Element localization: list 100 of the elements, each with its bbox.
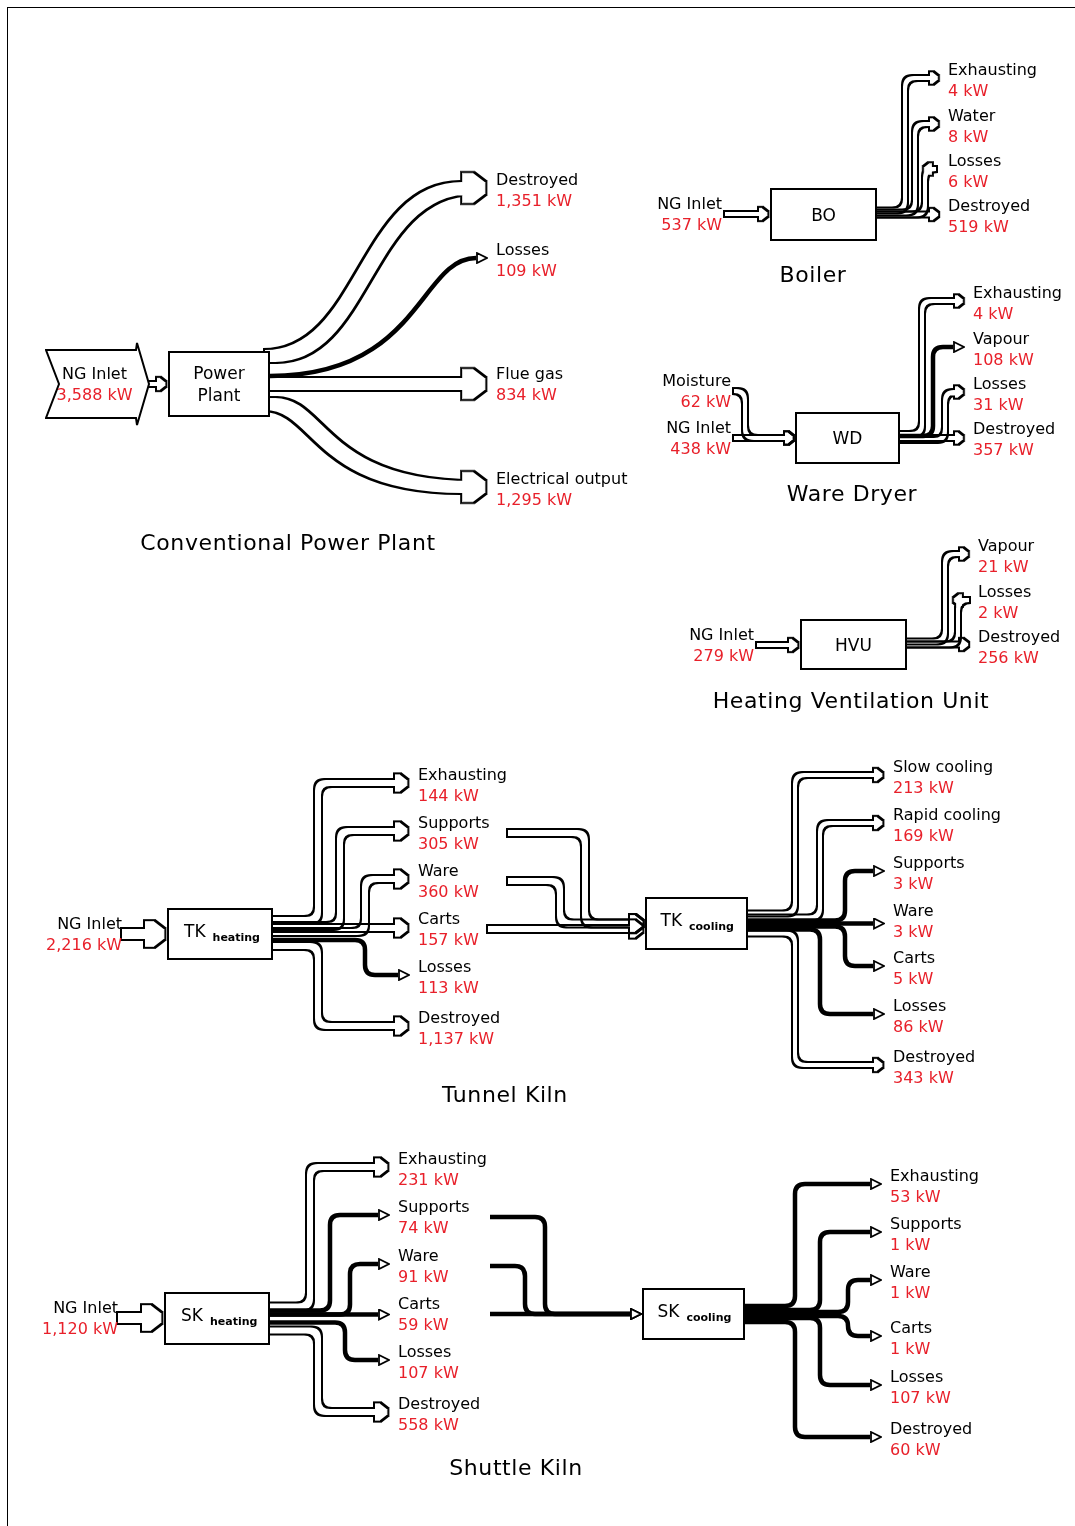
stream-name: Ware <box>890 1261 931 1282</box>
process-label: HVU <box>835 633 872 656</box>
stream-name: Carts <box>893 947 936 968</box>
flow-arrow <box>269 1160 386 1308</box>
stream-value: 4 kW <box>948 80 989 101</box>
stream-value: 1 kW <box>890 1338 931 1359</box>
flow-arrow <box>272 945 406 1033</box>
flow-arrow <box>876 209 938 220</box>
section-title: Heating Ventilation Unit <box>712 688 990 713</box>
stream-name: Exhausting <box>973 282 1062 303</box>
flow-arrow <box>748 927 885 1020</box>
stream-name: Supports <box>398 1196 470 1217</box>
flow-arrow <box>876 72 938 212</box>
flow-arrow <box>748 917 885 930</box>
process-box <box>770 188 877 241</box>
process-label: WD <box>832 427 863 449</box>
flow-arrow <box>745 1313 882 1342</box>
flow-arrow <box>745 1274 882 1315</box>
section-title: Shuttle Kiln <box>449 1455 583 1480</box>
stream-name: Rapid cooling <box>893 804 1001 825</box>
flow-arrow <box>745 1178 882 1309</box>
stream-name: Exhausting <box>890 1165 979 1186</box>
stream-value: 3 kW <box>893 873 934 894</box>
flow-arrow <box>747 817 882 919</box>
process-label: Power Plant <box>192 362 246 406</box>
stream-value: 3 kW <box>893 921 934 942</box>
flow-arrow <box>899 295 963 435</box>
flow-arrow <box>272 872 406 933</box>
flow-arrow <box>490 1308 642 1320</box>
stream-value: 62 kW <box>680 391 731 412</box>
stream-value: 53 kW <box>890 1186 941 1207</box>
flow-arrow <box>269 177 481 357</box>
flow-arrow <box>269 1329 386 1419</box>
flow-arrow <box>745 1226 882 1313</box>
process-box <box>168 351 270 417</box>
flow-arrow <box>272 921 406 935</box>
stream-name: Exhausting <box>398 1148 487 1169</box>
flow-arrow <box>747 932 882 1071</box>
stream-value: 86 kW <box>893 1016 944 1037</box>
flow-arrow <box>745 1315 882 1391</box>
section-title: Tunnel Kiln <box>442 1082 568 1107</box>
stream-value: 5 kW <box>893 968 934 989</box>
stream-value: 59 kW <box>398 1314 449 1335</box>
stream-value: 157 kW <box>418 929 479 950</box>
flow-arrow <box>269 403 481 498</box>
stream-value: 4 kW <box>973 303 1014 324</box>
stream-name: Losses <box>973 373 1027 394</box>
process-box <box>164 1292 270 1345</box>
stream-value: 231 kW <box>398 1169 459 1190</box>
stream-name: Destroyed <box>973 418 1056 439</box>
stream-name: Losses <box>978 581 1032 602</box>
stream-value: 74 kW <box>398 1217 449 1238</box>
flow-arrow <box>757 639 797 651</box>
stream-name: Losses <box>948 150 1002 171</box>
stream-name: Carts <box>418 908 461 929</box>
stream-name: Electrical output <box>496 468 628 489</box>
stream-value: 107 kW <box>890 1387 951 1408</box>
flow-arrow <box>270 1320 390 1366</box>
stream-name: Supports <box>418 812 490 833</box>
stream-name: Ware <box>418 860 459 881</box>
stream-name: NG Inlet <box>657 193 722 214</box>
stream-value: 279 kW <box>693 645 754 666</box>
stream-value: 2 kW <box>978 602 1019 623</box>
stream-value: 1,295 kW <box>496 489 572 510</box>
process-box <box>167 908 273 960</box>
stream-name: NG Inlet <box>53 1297 118 1318</box>
stream-value: 169 kW <box>893 825 954 846</box>
flow-arrow <box>270 1209 390 1313</box>
process-box <box>795 412 900 464</box>
stream-value: 834 kW <box>496 384 557 405</box>
stream-value: 2,216 kW <box>46 934 122 955</box>
stream-value: 305 kW <box>418 833 479 854</box>
stream-name: Ware <box>893 900 934 921</box>
stream-value: 1,351 kW <box>496 190 572 211</box>
stream-value: 1 kW <box>890 1282 931 1303</box>
flow-arrow <box>269 252 488 379</box>
flow-arrow <box>270 1308 390 1321</box>
stream-name: Losses <box>398 1341 452 1362</box>
flow-arrow <box>725 208 767 220</box>
stream-name: Flue gas <box>496 363 563 384</box>
flow-arrow <box>900 341 965 439</box>
process-label: SK$_{cooling}$ <box>657 1299 730 1326</box>
stream-name: Losses <box>893 995 947 1016</box>
stream-name: Supports <box>890 1213 962 1234</box>
flow-arrow <box>747 769 882 915</box>
stream-value: 1,120 kW <box>42 1318 118 1339</box>
stream-name: Exhausting <box>948 59 1037 80</box>
stream-value: 343 kW <box>893 1067 954 1088</box>
stream-name: NG Inlet <box>57 913 122 934</box>
stream-name: Exhausting <box>418 764 507 785</box>
stream-value: 109 kW <box>496 260 557 281</box>
stream-name: Slow cooling <box>893 756 994 777</box>
stream-value: 113 kW <box>418 977 479 998</box>
flow-arrow <box>121 1308 158 1328</box>
stream-value: 108 kW <box>973 349 1034 370</box>
stream-name: Destroyed <box>496 169 579 190</box>
stream-name: Carts <box>890 1317 933 1338</box>
stream-name: NG Inlet <box>62 363 127 384</box>
stream-name: Destroyed <box>893 1046 976 1067</box>
flow-arrow <box>272 824 406 927</box>
